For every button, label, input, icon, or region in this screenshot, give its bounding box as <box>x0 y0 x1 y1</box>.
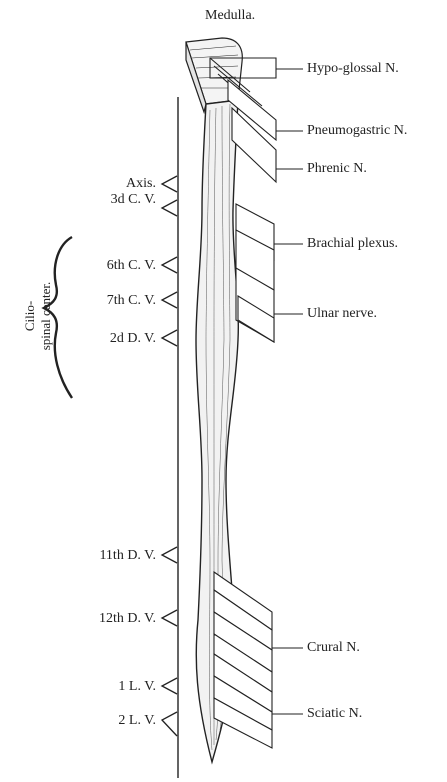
leader-lines <box>272 69 303 714</box>
nerve-label-brachial-plexus: Brachial plexus. <box>307 236 398 252</box>
vertebra-label-2d-dv: 2d D. V. <box>46 331 156 347</box>
nerve-label-sciatic: Sciatic N. <box>307 706 362 722</box>
vertebra-marker-2lv <box>162 712 177 736</box>
vertebra-label-11th-dv: 11th D. V. <box>46 548 156 564</box>
nerve-label-phrenic: Phrenic N. <box>307 161 367 177</box>
vertebra-marker-11th-dv <box>162 547 177 563</box>
nerve-label-crural: Crural N. <box>307 640 360 656</box>
cilio-spinal-center-label: Cilio- spinal center. <box>22 266 54 366</box>
vertebra-markers <box>162 176 177 736</box>
vertebra-label-3d-cv: 3d C. V. <box>46 192 156 208</box>
vertebra-marker-6th-cv <box>162 257 177 273</box>
vertebra-marker-7th-cv <box>162 292 177 308</box>
vertebra-marker-3d-cv <box>162 200 177 216</box>
vertebra-label-axis: Axis. <box>46 176 156 192</box>
vertebra-label-6th-cv: 6th C. V. <box>46 258 156 274</box>
vertebra-label-1lv: 1 L. V. <box>46 679 156 695</box>
vertebra-marker-1lv <box>162 678 177 694</box>
nerve-label-pneumogastric: Pneumogastric N. <box>307 123 407 139</box>
medulla-title: Medulla. <box>205 8 255 24</box>
nerve-label-hypoglossal: Hypo-glossal N. <box>307 61 399 77</box>
vertebra-marker-2d-dv <box>162 330 177 346</box>
vertebra-label-12th-dv: 12th D. V. <box>46 611 156 627</box>
vertebra-label-2lv: 2 L. V. <box>46 713 156 729</box>
vertebra-marker-12th-dv <box>162 610 177 626</box>
vertebra-marker-axis <box>162 176 177 192</box>
nerve-label-ulnar: Ulnar nerve. <box>307 306 377 322</box>
vertebra-label-7th-cv: 7th C. V. <box>46 293 156 309</box>
